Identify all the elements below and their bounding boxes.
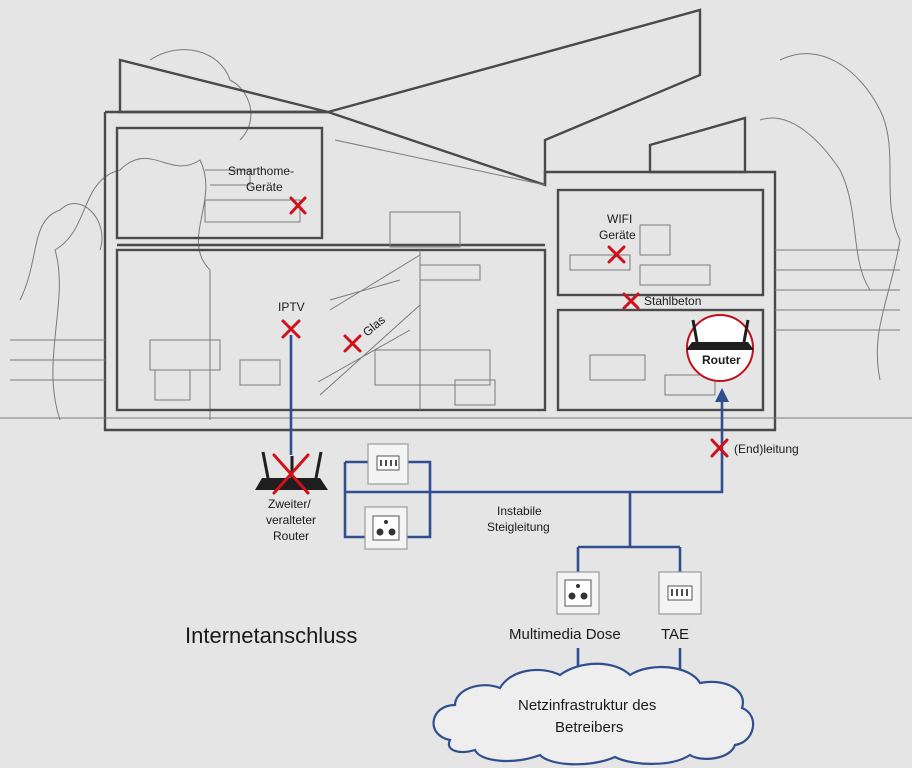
wall-plate-multimedia: [556, 571, 600, 615]
label-instabile-2: Steigleitung: [487, 520, 550, 534]
label-tae: TAE: [661, 626, 689, 643]
cross-smarthome: [289, 196, 307, 215]
label-wifi-1: WIFI: [607, 212, 632, 226]
label-endleitung: (End)leitung: [734, 442, 799, 456]
label-router: Router: [702, 353, 741, 367]
cross-old-router: [272, 453, 310, 495]
old-router-icon: [255, 451, 328, 490]
wall-plate-tae-upper: [367, 443, 409, 485]
label-internetanschluss: Internetanschluss: [185, 623, 357, 648]
cable-endleitung-arrow: [715, 388, 729, 402]
label-iptv: IPTV: [278, 300, 305, 314]
house-structure: [0, 8, 912, 432]
wall-plate-multimedia-upper: [364, 506, 408, 550]
label-glas: Glas: [360, 313, 388, 340]
cross-marks: [272, 196, 729, 495]
label-smarthome-1: Smarthome-: [228, 164, 294, 178]
roof-main: [323, 8, 702, 187]
room-upper-left: [115, 126, 324, 240]
cables: [289, 335, 729, 678]
roof-right: [648, 116, 747, 174]
router-icon: [686, 314, 754, 382]
cable-to-outlets: [576, 492, 682, 572]
cloud-shape: [432, 662, 755, 766]
house-outline: [103, 110, 777, 432]
room-lower-left: [115, 248, 547, 412]
label-old-router-1: Zweiter/: [268, 497, 311, 511]
label-cloud-2: Betreibers: [555, 719, 623, 736]
cross-stahlbeton: [622, 292, 640, 310]
cable-steigleitung: [430, 400, 724, 494]
label-cloud-1: Netzinfrastruktur des: [518, 697, 656, 714]
label-old-router-2: veralteter: [266, 513, 316, 527]
cross-endleitung: [710, 438, 729, 458]
staircase: [317, 139, 546, 396]
cross-iptv: [281, 319, 301, 339]
label-old-router-3: Router: [273, 529, 309, 543]
label-multimedia: Multimedia Dose: [509, 626, 621, 643]
label-instabile-1: Instabile: [497, 504, 542, 518]
label-smarthome-2: Geräte: [246, 180, 283, 194]
label-stahlbeton: Stahlbeton: [644, 294, 701, 308]
room-lower-right: [556, 308, 765, 412]
label-wifi-2: Geräte: [599, 228, 636, 242]
furniture: [149, 169, 716, 406]
wall-plate-tae: [658, 571, 702, 615]
room-upper-right: [556, 188, 765, 297]
cross-wifi: [607, 245, 626, 264]
cross-glas: [343, 334, 362, 353]
